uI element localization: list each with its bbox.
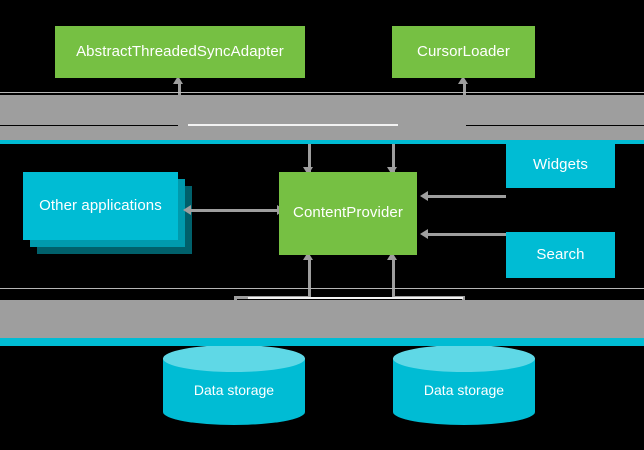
band-bottom-white-streak — [248, 297, 463, 299]
band-bottom-hairline — [0, 288, 644, 289]
data-storage-left-top — [163, 345, 305, 372]
band-bottom — [0, 300, 644, 338]
edge-cursorloader-contentprovider-drop — [392, 125, 395, 173]
data-storage-right-label: Data storage — [423, 382, 505, 398]
data-storage-left-label: Data storage — [193, 382, 275, 398]
edge-otherapps-contentprovider-line — [190, 209, 282, 212]
edge-storageleft-arrowhead-up — [303, 252, 313, 260]
band-top-hairline — [0, 92, 644, 93]
node-data-storage-right[interactable]: Data storage — [393, 345, 535, 425]
edge-syncadapter-arrowhead-up — [173, 76, 183, 84]
node-cursor-loader[interactable]: CursorLoader — [392, 26, 535, 78]
node-content-provider[interactable]: ContentProvider — [279, 172, 417, 255]
node-data-storage-left[interactable]: Data storage — [163, 345, 305, 425]
band-bottom-cyan-strip — [0, 338, 644, 346]
edge-cursorloader-arrowhead-up — [458, 76, 468, 84]
edge-widgets-contentprovider-line — [428, 195, 506, 198]
edge-otherapps-arrowhead-left — [183, 205, 191, 215]
edge-search-contentprovider-line — [428, 233, 506, 236]
band-top-white-streak — [188, 124, 398, 126]
edge-search-arrowhead — [420, 229, 428, 239]
data-storage-right-top — [393, 345, 535, 372]
node-widgets[interactable]: Widgets — [506, 142, 615, 188]
band-top-lower — [0, 126, 644, 140]
edge-widgets-arrowhead — [420, 191, 428, 201]
band-top — [0, 95, 644, 125]
edge-syncadapter-arrowhead-down — [303, 167, 313, 175]
node-abstract-threaded-sync-adapter[interactable]: AbstractThreadedSyncAdapter — [55, 26, 305, 78]
data-storage-left-bottom — [163, 399, 305, 425]
edge-cursorloader-arrowhead-down — [387, 167, 397, 175]
node-search[interactable]: Search — [506, 232, 615, 278]
data-storage-right-bottom — [393, 399, 535, 425]
edge-provider-storageright-line — [392, 258, 395, 298]
band-top-cyan-strip — [0, 140, 644, 144]
node-other-applications[interactable]: Other applications — [23, 172, 178, 240]
edge-storageright-arrowhead-up — [387, 252, 397, 260]
edge-provider-storageleft-line — [308, 258, 311, 298]
edge-syncadapter-contentprovider-drop — [308, 125, 311, 173]
